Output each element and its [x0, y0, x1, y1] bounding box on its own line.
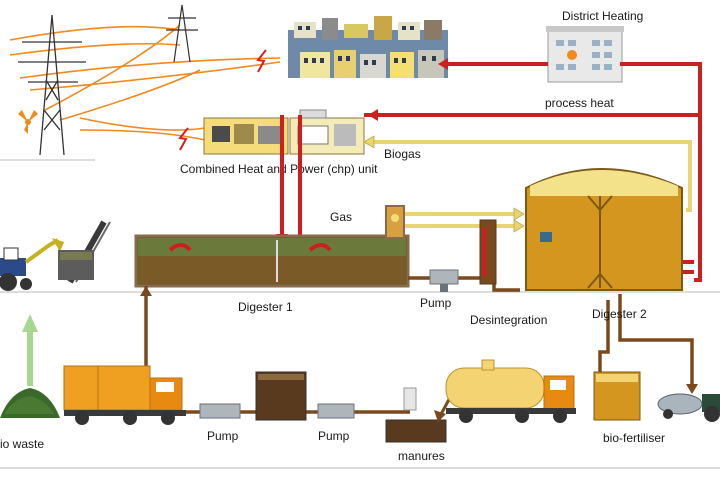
arrow-up-icon: [22, 314, 38, 386]
label-digester1: Digester 1: [238, 300, 293, 314]
digester-tank-icon: [134, 205, 410, 288]
town-icon: [288, 16, 448, 78]
fertiliser-tank-icon: [593, 371, 641, 421]
electricity-pylon-icon: [18, 14, 86, 156]
label-manures: manures: [398, 449, 445, 463]
lightning-icon: [256, 49, 267, 73]
power-hub-icon: [18, 110, 38, 134]
tanker-truck-icon: [445, 359, 576, 423]
chp-unit-icon: [203, 109, 365, 155]
tractor-icon: [657, 393, 720, 422]
arrow-up-icon: [140, 286, 152, 296]
electricity-pylon-icon: [166, 4, 198, 63]
pump-icon: [199, 403, 241, 419]
label-biogas: Biogas: [384, 147, 421, 161]
label-pump-top: Pump: [420, 296, 452, 310]
label-digester2: Digester 2: [592, 307, 647, 321]
label-gas: Gas: [330, 210, 352, 224]
arrow-icons-yellow: [363, 135, 525, 233]
label-desintegration: Desintegration: [470, 313, 547, 327]
desintegration-unit-icon: [479, 219, 497, 285]
digester-tank-icon: [525, 168, 683, 291]
storage-tank-icon: [255, 371, 307, 421]
label-bio-waste: io waste: [0, 437, 44, 451]
label-bio-fertiliser: bio-fertiliser: [603, 431, 665, 445]
label-process-heat: process heat: [545, 96, 614, 110]
pump-icon: [317, 403, 355, 419]
label-chp-unit: Combined Heat and Power (chp) unit: [180, 162, 378, 176]
tractor-icon: [0, 238, 64, 291]
label-pump-left: Pump: [207, 429, 239, 443]
conveyor-icon: [58, 220, 111, 284]
power-lines: [9, 24, 281, 141]
pump-icon: [429, 269, 459, 292]
label-district-heating: District Heating: [562, 9, 643, 23]
arrow-down-icon: [686, 384, 698, 394]
truck-icon: [63, 365, 186, 425]
manure-pit-icon: [385, 387, 454, 443]
label-pump-mid: Pump: [318, 429, 350, 443]
bio-waste-pile-icon: [0, 388, 60, 418]
lightning-icon: [178, 127, 189, 151]
factory-icon: [546, 26, 624, 83]
